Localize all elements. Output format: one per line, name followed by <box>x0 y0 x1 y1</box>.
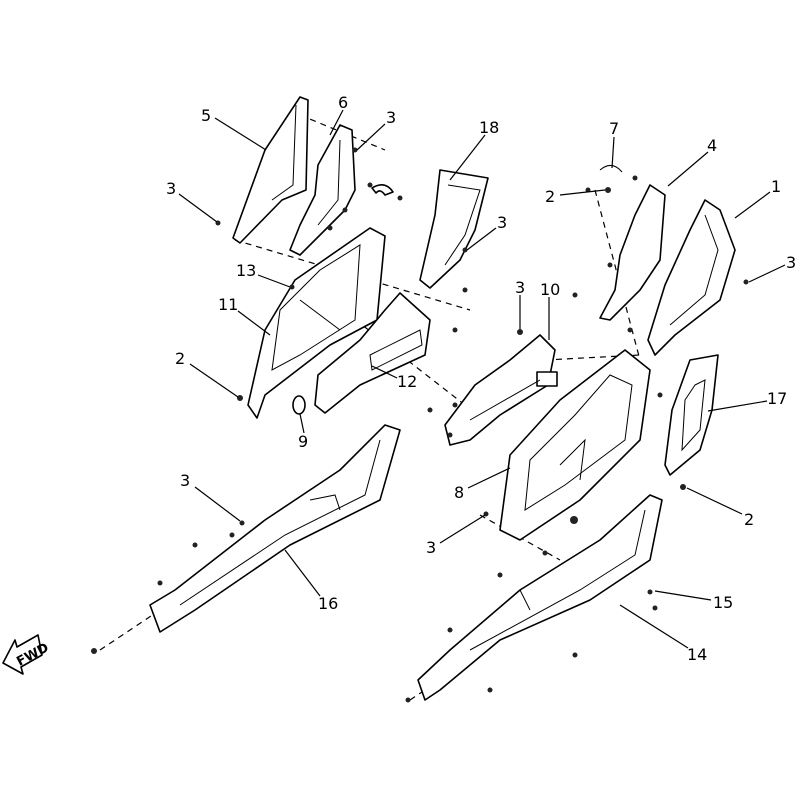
part-7-clip-right <box>599 165 623 173</box>
callout-2: 2 <box>545 187 555 206</box>
part-18-cover <box>419 169 489 289</box>
part-9-grommet <box>292 395 306 415</box>
part-11-side-panel <box>247 227 386 419</box>
part-6-bracket <box>289 124 356 256</box>
callout-7: 7 <box>609 119 619 138</box>
part-12-trim <box>314 292 431 414</box>
callout-8: 8 <box>454 483 464 502</box>
part-7-clip <box>371 184 394 196</box>
callout-3: 3 <box>497 213 507 232</box>
callout-2: 2 <box>175 349 185 368</box>
forward-direction-indicator: FWD <box>2 634 52 675</box>
part-4-bracket <box>599 184 666 321</box>
callout-17: 17 <box>767 389 787 408</box>
callout-15: 15 <box>713 593 733 612</box>
part-5-panel <box>232 96 309 244</box>
callout-4: 4 <box>707 136 717 155</box>
callout-12: 12 <box>397 372 417 391</box>
callout-5: 5 <box>201 106 211 125</box>
callout-3: 3 <box>166 179 176 198</box>
callout-14: 14 <box>687 645 707 664</box>
part-17-panel <box>664 354 719 476</box>
callout-1: 1 <box>771 177 781 196</box>
callout-10: 10 <box>540 280 560 299</box>
part-8-door <box>499 349 651 541</box>
part-14-rocker <box>417 494 663 701</box>
callout-13: 13 <box>236 261 256 280</box>
callout-16: 16 <box>318 594 338 613</box>
callout-3: 3 <box>386 108 396 127</box>
callout-18: 18 <box>479 118 499 137</box>
callout-6: 6 <box>338 93 348 112</box>
part-1-panel <box>647 199 736 356</box>
callout-3: 3 <box>515 278 525 297</box>
fasteners <box>91 147 749 703</box>
part-10-panel <box>444 334 558 446</box>
part-16-rocker <box>149 424 401 633</box>
callout-3: 3 <box>180 471 190 490</box>
callout-9: 9 <box>298 432 308 451</box>
callout-11: 11 <box>218 295 238 314</box>
fwd-arrow-icon <box>2 634 43 675</box>
callout-2: 2 <box>744 510 754 529</box>
leader-lines <box>178 109 786 649</box>
callout-labels: 5 6 3 18 7 4 3 1 2 3 3 13 3 10 11 2 12 9… <box>166 93 796 664</box>
callout-3: 3 <box>426 538 436 557</box>
callout-3: 3 <box>786 253 796 272</box>
